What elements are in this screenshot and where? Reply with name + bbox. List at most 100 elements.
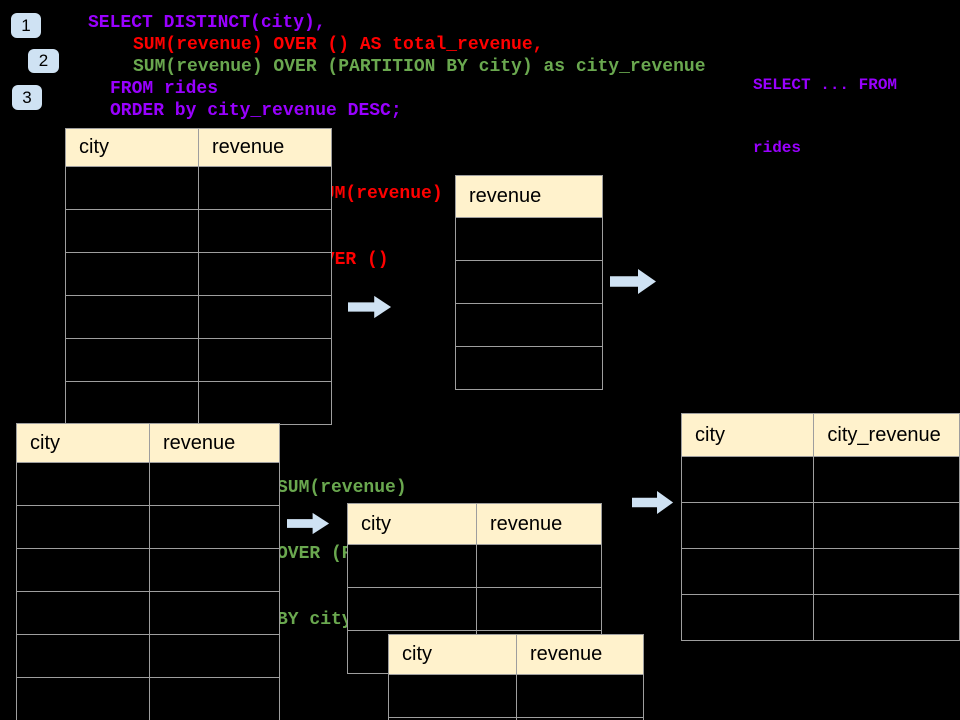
column-header-revenue: revenue (516, 634, 644, 675)
table-cell (149, 634, 280, 678)
table-cell (16, 548, 150, 592)
annotation-total-revenue-line-2: OVER () (313, 250, 389, 270)
table-cell (16, 462, 150, 506)
flow-arrow-to-total-table-icon (348, 295, 392, 319)
table-cell (16, 505, 150, 549)
column-header-city: city (16, 423, 150, 463)
flow-arrow-to-city-revenue-table-icon (632, 490, 674, 515)
sql-line-sum-over: SUM(revenue) OVER () AS total_revenue, (133, 35, 544, 55)
table-cell (16, 634, 150, 678)
column-header-city_revenue: city_revenue (813, 413, 960, 457)
table-cell (347, 587, 477, 631)
table-cell (65, 166, 199, 210)
table-cell (65, 209, 199, 253)
table-row (680, 594, 960, 641)
table-row (388, 717, 644, 720)
table-row (455, 346, 603, 390)
table-cell (476, 587, 602, 631)
table-row (347, 544, 602, 588)
table-cell (516, 717, 644, 720)
table-row (455, 217, 603, 261)
table-cell (198, 166, 332, 210)
table-row (347, 587, 602, 631)
sql-line-sum-partition: SUM(revenue) OVER (PARTITION BY city) as… (133, 57, 706, 77)
step-badge-2: 2 (28, 49, 59, 73)
annotation-total-revenue: SUM(revenue) OVER () (313, 139, 443, 315)
annotation-select-from-rides-line-1: SELECT ... FROM (753, 76, 898, 94)
table-cell (680, 594, 815, 641)
table-cell (65, 295, 199, 339)
table-row (16, 505, 280, 549)
table-row (388, 674, 644, 718)
annotation-total-revenue-line-1: SUM(revenue) (313, 184, 443, 204)
table-cell (65, 338, 199, 382)
table-cell (347, 544, 477, 588)
table-row (16, 548, 280, 592)
table-cell (680, 456, 815, 503)
table-total-revenue-result: revenue (455, 175, 603, 390)
column-header-revenue: revenue (149, 423, 280, 463)
table-cell (198, 338, 332, 382)
table-cell (149, 505, 280, 549)
table-cell (516, 674, 644, 718)
flow-arrow-from-total-table-icon (610, 269, 656, 294)
column-header-city: city (680, 413, 815, 457)
table-row (65, 295, 332, 339)
column-header-revenue: revenue (455, 175, 603, 218)
table-row (16, 462, 280, 506)
table-cell (813, 594, 960, 641)
table-cell (813, 456, 960, 503)
table-cell (813, 548, 960, 595)
table-cell (149, 591, 280, 635)
table-cell (455, 303, 603, 347)
table-cell (198, 381, 332, 425)
table-cell (813, 502, 960, 549)
table-cell (455, 260, 603, 304)
table-cell (476, 544, 602, 588)
column-header-revenue: revenue (198, 128, 332, 167)
table-cell (455, 346, 603, 390)
table-cell (680, 548, 815, 595)
column-header-city: city (347, 503, 477, 545)
table-row (65, 381, 332, 425)
sql-line-from: FROM rides (110, 79, 219, 99)
table-row (65, 252, 332, 296)
column-header-city: city (65, 128, 199, 167)
table-row (455, 303, 603, 347)
table-header-row: revenue (455, 175, 603, 218)
table-cell (198, 295, 332, 339)
table-row (65, 166, 332, 210)
table-row (455, 260, 603, 304)
table-row (16, 634, 280, 678)
table-cell (65, 252, 199, 296)
table-row (680, 502, 960, 549)
annotation-select-from-rides-line-2: rides (753, 139, 802, 157)
table-cell (388, 674, 517, 718)
table-cell (16, 591, 150, 635)
step-badge-2-label: 2 (38, 51, 49, 70)
table-cell (198, 209, 332, 253)
step-badge-1: 1 (11, 13, 41, 38)
step-badge-3-label: 3 (22, 87, 32, 107)
step-badge-3: 3 (12, 85, 42, 110)
table-cell (149, 462, 280, 506)
table-cell (149, 677, 280, 720)
table-row (65, 209, 332, 253)
table-cell (455, 217, 603, 261)
annotation-partition-line-1: SUM(revenue) (277, 478, 407, 498)
table-row (680, 548, 960, 595)
table-cell (198, 252, 332, 296)
table-cell (16, 677, 150, 720)
table-row (65, 338, 332, 382)
sql-line-select: SELECT DISTINCT(city), (88, 13, 326, 33)
table-cell (680, 502, 815, 549)
